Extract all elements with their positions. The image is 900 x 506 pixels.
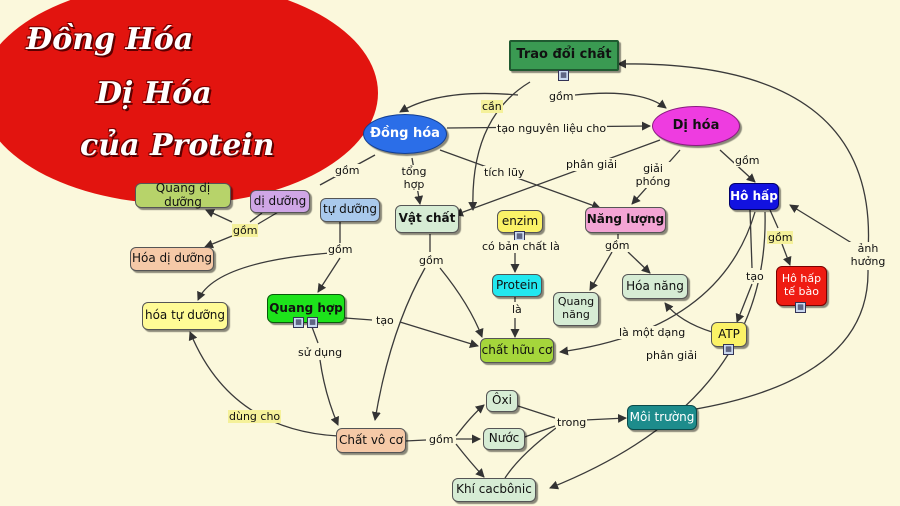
node-dong-hoa[interactable]: Đồng hóa xyxy=(363,114,447,154)
node-di-hoa[interactable]: Dị hóa xyxy=(652,106,740,146)
title-line-3: của Protein xyxy=(80,128,275,163)
link-label-trong: trong xyxy=(556,416,588,429)
node-quang-di-duong[interactable]: Quang dị dưỡng xyxy=(135,181,231,208)
link-label-tich-luy: tích lũy xyxy=(483,166,526,179)
link-label-phan-giai: phân giải xyxy=(645,349,698,362)
node-chat-vo-co[interactable]: Chất vô cơ xyxy=(336,428,406,453)
link-label-tong-hop: tổng hợp xyxy=(398,165,430,191)
node-khi-cacbonic[interactable]: Khí cacbônic xyxy=(452,478,536,502)
image-link-icon[interactable]: ▦ xyxy=(558,70,569,81)
node-hoa-di-duong[interactable]: Hóa dị dưỡng xyxy=(130,247,214,271)
link-label-co-ban-chat-la: có bản chất là xyxy=(481,240,561,253)
node-nuoc[interactable]: Nước xyxy=(483,428,525,450)
node-enzim[interactable]: enzim xyxy=(497,210,543,233)
node-oxi[interactable]: Ôxi xyxy=(486,390,518,412)
link-label-gom: gồm xyxy=(604,239,631,252)
node-trao-doi-chat[interactable]: Trao đổi chất xyxy=(509,40,619,71)
node-chat-huu-co[interactable]: chất hữu cơ xyxy=(480,338,554,363)
link-label-la-mot-dang: là một dạng xyxy=(618,326,687,339)
link-label-tao-nguyen-lieu-cho: tạo nguyên liệu cho xyxy=(496,122,608,135)
image-link-icon[interactable]: ▦ xyxy=(723,344,734,355)
node-quang-nang[interactable]: Quang năng xyxy=(553,292,599,326)
node-hoa-tu-duong[interactable]: hóa tự dưỡng xyxy=(142,302,228,330)
node-moi-truong[interactable]: Môi trường xyxy=(627,405,697,430)
node-protein[interactable]: Protein xyxy=(492,274,542,297)
link-label-dung-cho: dùng cho xyxy=(228,410,282,423)
node-nang-luong[interactable]: Năng lượng xyxy=(585,207,666,233)
link-label-gom: gồm xyxy=(418,254,445,267)
node-atp[interactable]: ATP xyxy=(711,322,747,347)
link-label-anh-huong: ảnh hưởng xyxy=(846,242,890,268)
link-label-su-dung: sử dụng xyxy=(297,346,344,359)
link-label-gom: gồm xyxy=(767,231,794,244)
link-label-gom: gồm xyxy=(428,433,455,446)
node-hoa-nang[interactable]: Hóa năng xyxy=(622,274,688,299)
title-line-1: Đồng Hóa xyxy=(26,22,194,57)
title-ellipse xyxy=(0,0,378,204)
node-ho-hap-te-bao[interactable]: Hô hấp tế bào xyxy=(776,266,827,306)
link-label-tao: tạo xyxy=(375,314,395,327)
link-label-gom: gồm xyxy=(548,90,575,103)
image-link-icon[interactable]: ▦ xyxy=(307,317,318,328)
link-label-can: cần xyxy=(481,100,503,113)
image-link-icon[interactable]: ▦ xyxy=(795,302,806,313)
title-line-2: Dị Hóa xyxy=(96,76,212,111)
node-tu-duong[interactable]: tự dưỡng xyxy=(320,198,380,222)
link-label-la: là xyxy=(511,303,523,316)
node-vat-chat[interactable]: Vật chất xyxy=(395,205,459,233)
link-label-gom: gồm xyxy=(327,243,354,256)
link-label-phan-giai: phân giải xyxy=(565,158,618,171)
node-ho-hap[interactable]: Hô hấp xyxy=(729,183,779,210)
link-label-tao: tạo xyxy=(745,270,765,283)
link-label-gom: gồm xyxy=(734,154,761,167)
link-label-gom: gồm xyxy=(232,224,259,237)
node-quang-hop[interactable]: Quang hợp xyxy=(267,294,345,323)
link-label-giai-phong: giải phóng xyxy=(633,162,673,188)
image-link-icon[interactable]: ▦ xyxy=(293,317,304,328)
node-di-duong[interactable]: dị dưỡng xyxy=(250,190,310,213)
link-label-gom: gồm xyxy=(334,164,361,177)
